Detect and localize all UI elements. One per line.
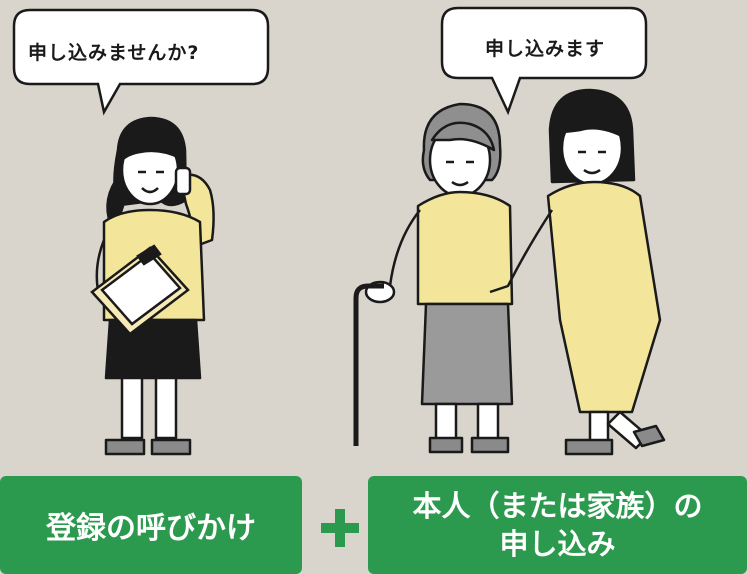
clipboard-icon (90, 244, 190, 336)
self-or-family-application-label: 本人（または家族）の 申し込み (368, 476, 747, 574)
right-bubble-text: 申し込みます (485, 38, 606, 60)
right-speech-bubble (440, 6, 648, 116)
elderly-woman-figure (364, 102, 514, 454)
plus-icon (321, 509, 359, 547)
left-speech-bubble (12, 8, 270, 116)
application-label-line1: 本人（または家族）の (412, 489, 703, 523)
application-label-line2: 申し込み (499, 527, 616, 561)
call-to-register-label: 登録の呼びかけ (0, 476, 302, 574)
cane-icon (353, 283, 384, 446)
left-bubble-text: 申し込みませんか? (28, 42, 200, 64)
helper-woman-figure (489, 88, 666, 456)
call-to-register-text: 登録の呼びかけ (46, 511, 256, 546)
